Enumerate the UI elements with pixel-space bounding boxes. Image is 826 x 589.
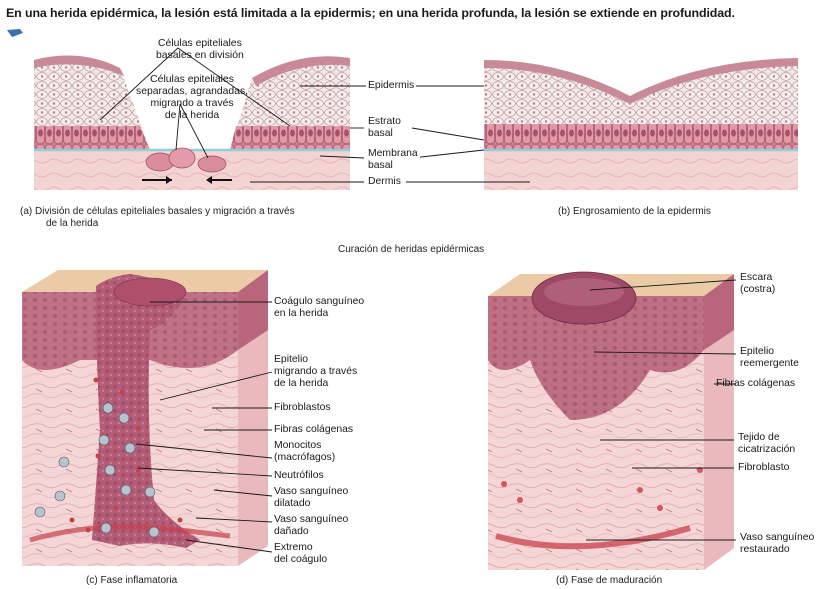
caption-panel-c: (c) Fase inflamatoria: [86, 575, 177, 587]
label-line: basales en división: [156, 50, 244, 62]
label-line: en la herida: [274, 308, 364, 320]
label-line: basal: [368, 160, 418, 172]
label-line: Células epiteliales: [156, 38, 244, 50]
label-line: migrando a través: [274, 366, 357, 378]
label-line: Vaso sanguíneo: [274, 514, 348, 526]
label-line: (macrófagos): [274, 452, 335, 464]
label-fibras-colagenas-c: Fibras colágenas: [274, 424, 353, 436]
label-line: del coágulo: [274, 554, 327, 566]
caption-panel-b: (b) Engrosamiento de la epidermis: [558, 206, 711, 218]
label-line: dilatado: [274, 498, 348, 510]
label-line: de la herida: [136, 110, 248, 122]
label-line: Epitelio: [274, 354, 357, 366]
label-celulas-migrando: Células epiteliales separadas, agrandada…: [136, 74, 248, 122]
label-vaso-dilatado: Vaso sanguíneo dilatado: [274, 486, 348, 510]
label-line: Estrato: [368, 116, 401, 128]
label-line: Vaso sanguíneo: [274, 486, 348, 498]
label-celulas-division: Células epiteliales basales en división: [156, 38, 244, 62]
label-line: Epitelio: [740, 346, 799, 358]
label-line: separadas, agrandadas,: [136, 86, 248, 98]
label-membrana-basal: Membrana basal: [366, 148, 420, 172]
label-line: Escara: [740, 272, 775, 284]
caption-panel-d: (d) Fase de maduración: [556, 575, 662, 587]
label-line: Extremo: [274, 542, 327, 554]
label-estrato-basal: Estrato basal: [366, 116, 403, 140]
section-caption: Curación de heridas epidérmicas: [338, 244, 484, 256]
label-monocitos: Monocitos (macrófagos): [274, 440, 335, 464]
label-fibroblasto: Fibroblasto: [738, 462, 789, 474]
label-line: (costra): [740, 284, 775, 296]
label-line: restaurado: [740, 544, 814, 556]
label-epidermis: Epidermis: [366, 80, 416, 92]
label-neutrofilos: Neutrófilos: [274, 470, 324, 482]
label-fibras-colagenas-d: Fibras colágenas: [716, 378, 795, 390]
label-line: Monocitos: [274, 440, 335, 452]
caption-line: (a) División de células epiteliales basa…: [20, 206, 295, 218]
label-vaso-restaurado: Vaso sanguíneo restaurado: [740, 532, 814, 556]
label-epitelio-migrando: Epitelio migrando a través de la herida: [274, 354, 357, 390]
label-line: cicatrización: [738, 444, 795, 456]
label-line: Tejido de: [738, 432, 795, 444]
label-line: basal: [368, 128, 401, 140]
label-tejido-cicatrizacion: Tejido de cicatrización: [738, 432, 795, 456]
label-line: Vaso sanguíneo: [740, 532, 814, 544]
label-coagulo: Coágulo sanguíneo en la herida: [274, 296, 364, 320]
label-fibroblastos: Fibroblastos: [274, 402, 331, 414]
label-line: reemergente: [740, 358, 799, 370]
label-line: Membrana: [368, 148, 418, 160]
label-dermis: Dermis: [366, 176, 403, 188]
label-vaso-danado: Vaso sanguíneo dañado: [274, 514, 348, 538]
label-line: de la herida: [274, 378, 357, 390]
caption-panel-a: (a) División de células epiteliales basa…: [20, 206, 295, 230]
label-escara: Escara (costra): [740, 272, 775, 296]
label-line: Células epiteliales: [136, 74, 248, 86]
label-line: migrando a través: [136, 98, 248, 110]
caption-line: de la herida: [20, 218, 295, 230]
label-epitelio-reemergente: Epitelio reemergente: [740, 346, 799, 370]
label-line: Coágulo sanguíneo: [274, 296, 364, 308]
label-line: dañado: [274, 526, 348, 538]
label-extremo-coagulo: Extremo del coágulo: [274, 542, 327, 566]
